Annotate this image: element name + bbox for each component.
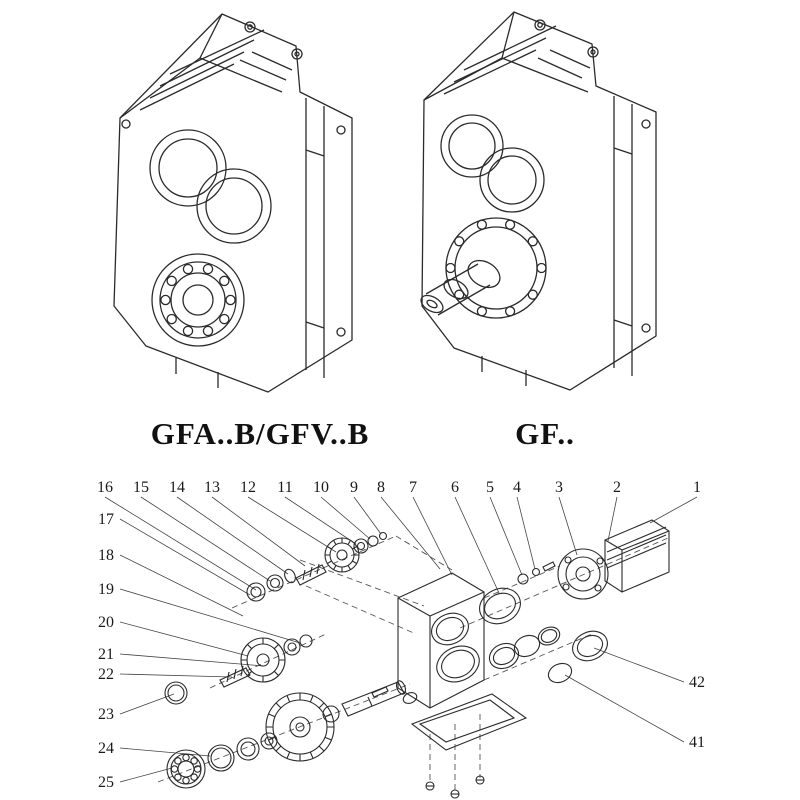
gear-teeth: [241, 638, 285, 682]
gear-teeth: [266, 693, 334, 761]
callout-7: 7: [409, 479, 417, 496]
gearbox-gf-lineart: [420, 11, 657, 391]
callout-23: 23: [98, 706, 114, 723]
mounting-feet: [481, 356, 527, 386]
input-shaft-assembly: [246, 531, 388, 602]
gear-housing: [397, 572, 485, 709]
callout-8: 8: [377, 479, 385, 496]
callout-22: 22: [98, 666, 114, 683]
output-flange: [445, 217, 547, 319]
callout-18: 18: [98, 547, 114, 564]
vent-plug: [244, 21, 303, 60]
vent-plug: [534, 19, 599, 58]
exploded-parts: [164, 519, 670, 799]
assembly-axis-lines: [157, 535, 669, 792]
callout-9: 9: [350, 479, 358, 496]
bearing-bores: [440, 114, 545, 213]
intermediate-gear-assembly: [164, 634, 313, 705]
gearbox-gfab-lineart: [113, 13, 353, 393]
callout-labels: 16 15 14 13 12 11 10 9 8 7 6 5 4 3 2 1 1…: [97, 479, 705, 791]
callout-13: 13: [204, 479, 220, 496]
cooling-ribs: [139, 29, 293, 111]
callout-12: 12: [240, 479, 256, 496]
housing-outline: [113, 13, 353, 393]
output-bearing: [151, 253, 245, 347]
bearing-bores: [149, 129, 272, 244]
callout-21: 21: [98, 646, 114, 663]
retaining-rings: [488, 626, 608, 684]
callout-24: 24: [98, 740, 114, 757]
callout-25: 25: [98, 774, 114, 791]
callout-15: 15: [133, 479, 149, 496]
output-shaft-assembly: [166, 680, 407, 789]
output-shaft: [420, 259, 501, 316]
callout-2: 2: [613, 479, 621, 496]
mounting-feet: [175, 358, 219, 388]
callout-17: 17: [98, 511, 114, 528]
cover-plate-assembly: [410, 693, 528, 799]
callout-11: 11: [277, 479, 292, 496]
input-side-parts: [479, 519, 670, 625]
gear-teeth: [325, 538, 359, 572]
callout-1: 1: [693, 479, 701, 496]
callout-20: 20: [98, 614, 114, 631]
callout-42: 42: [689, 674, 705, 691]
callout-10: 10: [313, 479, 329, 496]
gearbox-drawing-gf: [420, 11, 657, 391]
housing-outline: [421, 11, 657, 391]
callout-4: 4: [513, 479, 521, 496]
caption-gfab: GFA..B/GFV..B: [150, 416, 370, 451]
callout-16: 16: [97, 479, 113, 496]
callout-41: 41: [689, 734, 705, 751]
motor-adapter: [604, 519, 670, 593]
cooling-ribs: [443, 25, 591, 95]
exploded-view-diagram: 16 15 14 13 12 11 10 9 8 7 6 5 4 3 2 1 1…: [97, 479, 705, 799]
caption-gf: GF..: [515, 416, 575, 451]
callout-3: 3: [555, 479, 563, 496]
callout-19: 19: [98, 581, 114, 598]
side-panel: [613, 96, 651, 376]
side-panel: [121, 98, 346, 378]
callout-leader-lines: [104, 496, 698, 783]
callout-14: 14: [169, 479, 185, 496]
callout-6: 6: [451, 479, 459, 496]
callout-5: 5: [486, 479, 494, 496]
gearbox-drawing-gfab: [113, 13, 353, 393]
